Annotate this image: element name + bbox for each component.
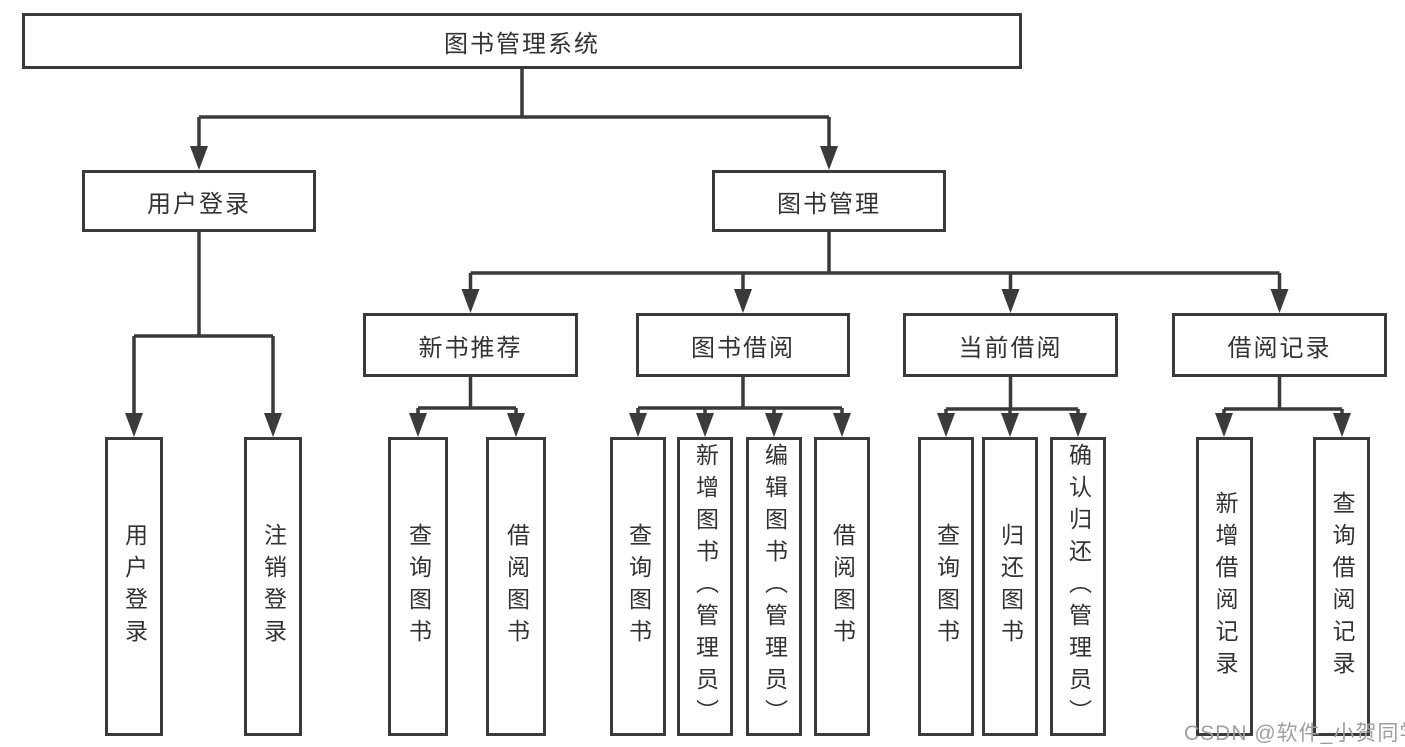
leaf-user-login: 用户登录 [105, 437, 163, 736]
leaf-return-books: 归还图书 [982, 437, 1038, 736]
leaf-query-books-borrowing: 查询图书 [610, 437, 666, 736]
node-book-borrowing: 图书借阅 [636, 313, 850, 377]
node-label: 查询借阅记录 [1329, 490, 1355, 683]
leaf-query-borrow-record: 查询借阅记录 [1313, 437, 1370, 736]
leaf-edit-book-admin: 编辑图书（管理员） [746, 437, 802, 736]
node-label: 当前借阅 [958, 334, 1063, 362]
node-label: 注销登录 [260, 522, 287, 651]
node-label: 确认归还（管理员） [1065, 442, 1092, 731]
connector-borrowing-to-leaves [636, 377, 844, 420]
leaf-borrow-books-borrowing: 借阅图书 [814, 437, 870, 736]
arrowheads [125, 146, 1351, 437]
leaf-confirm-return-admin: 确认归还（管理员） [1050, 437, 1106, 736]
node-label: 用户登录 [121, 522, 148, 651]
connector-root-to-level2 [197, 69, 831, 150]
connector-userlogin-to-leaves [132, 232, 275, 418]
node-label: 借阅图书 [503, 522, 530, 651]
node-borrowing-records: 借阅记录 [1172, 313, 1387, 377]
node-label: 新增图书（管理员） [692, 442, 719, 731]
node-label: 查询图书 [625, 522, 652, 651]
node-current-borrowing: 当前借阅 [903, 313, 1118, 377]
node-label: 查询图书 [933, 522, 960, 651]
node-book-management: 图书管理 [712, 170, 946, 232]
leaf-logout: 注销登录 [244, 437, 302, 736]
connector-records-to-leaves [1222, 377, 1344, 420]
leaf-query-books-current: 查询图书 [918, 437, 974, 736]
leaf-borrow-books-recommend: 借阅图书 [486, 437, 546, 736]
node-label: 借阅图书 [829, 522, 856, 651]
node-label: 新增借阅记录 [1212, 490, 1238, 683]
node-label: 归还图书 [997, 522, 1024, 651]
connector-recommend-to-leaves [416, 377, 518, 420]
node-label: 查询图书 [405, 522, 432, 651]
leaf-query-books-recommend: 查询图书 [388, 437, 448, 736]
leaf-add-borrow-record: 新增借阅记录 [1196, 437, 1253, 736]
node-user-login: 用户登录 [82, 170, 316, 232]
node-label: 新书推荐 [418, 334, 523, 362]
node-label: 借阅记录 [1227, 334, 1332, 362]
node-new-book-recommend: 新书推荐 [363, 313, 578, 377]
node-label: 图书管理 [777, 190, 881, 218]
watermark: CSDN @软件_小贺同学 [1184, 722, 1405, 745]
node-label: 用户登录 [147, 190, 251, 218]
node-label: 编辑图书（管理员） [761, 442, 788, 731]
node-label: 图书管理系统 [444, 30, 600, 58]
leaf-add-book-admin: 新增图书（管理员） [677, 437, 733, 736]
node-library-management-system: 图书管理系统 [22, 13, 1022, 69]
connector-bookmgmt-to-level3 [468, 232, 1282, 295]
node-label: 图书借阅 [691, 334, 795, 362]
